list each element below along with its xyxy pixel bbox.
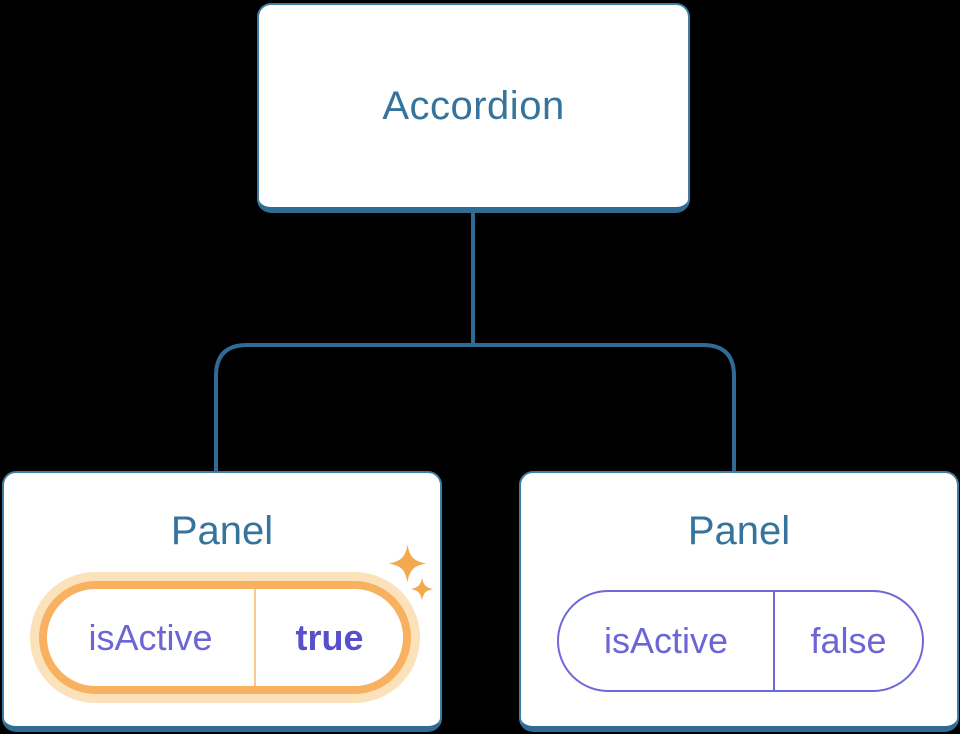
state-pill-active-glow: isActive true: [30, 572, 420, 703]
panel-node-label: Panel: [687, 509, 791, 553]
sparkle-icon: [388, 544, 427, 583]
panel-node-inactive: Panel isActive false: [519, 471, 959, 732]
prop-name-label: isActive: [603, 620, 729, 661]
prop-value-label: true: [295, 616, 364, 658]
sparkle-icon: [410, 577, 434, 601]
panel-node-label: Panel: [170, 509, 274, 553]
panel-node-active: Panel isActive true: [2, 471, 442, 732]
pill-divider: [254, 589, 256, 686]
state-pill-active: isActive true: [39, 581, 411, 694]
accordion-node: Accordion: [257, 3, 690, 213]
prop-value-label: false: [810, 620, 887, 661]
state-pill-inactive: isActive false: [557, 590, 924, 692]
prop-name-label: isActive: [88, 616, 213, 658]
connector-branches: [214, 343, 736, 473]
accordion-node-label: Accordion: [382, 83, 565, 128]
pill-divider: [773, 592, 775, 690]
